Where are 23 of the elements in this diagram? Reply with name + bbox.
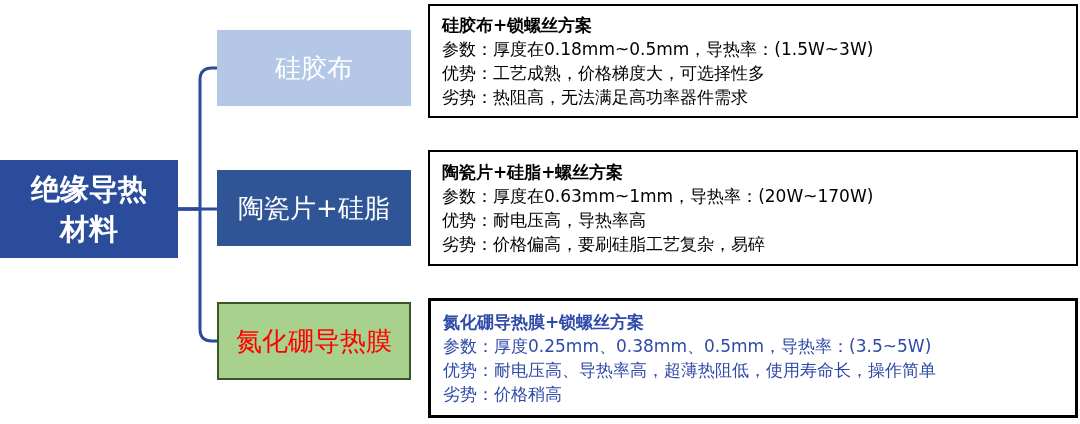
detail-heading: 硅胶布+锁螺丝方案 bbox=[442, 14, 593, 37]
detail-heading: 陶瓷片+硅脂+螺丝方案 bbox=[442, 161, 624, 184]
category-box bbox=[217, 302, 411, 380]
root-box bbox=[0, 160, 178, 258]
detail-line: 优势：耐电压高、导热率高，超薄热阻低，使用寿命长，操作简单 bbox=[443, 359, 936, 382]
detail-line: 参数：厚度在0.63mm~1mm，导热率：(20W~170W) bbox=[442, 185, 874, 208]
detail-line: 劣势：价格偏高，要刷硅脂工艺复杂，易碎 bbox=[442, 233, 765, 256]
detail-box bbox=[428, 150, 1078, 266]
category-box bbox=[217, 30, 411, 106]
node-label: 绝缘导热材料 bbox=[29, 171, 148, 248]
detail-box bbox=[428, 4, 1078, 118]
detail-line: 参数：厚度在0.18mm~0.5mm，导热率：(1.5W~3W) bbox=[442, 38, 874, 61]
node-label: 硅胶布 bbox=[275, 51, 353, 85]
detail-line: 参数：厚度0.25mm、0.38mm、0.5mm，导热率：(3.5~5W) bbox=[443, 335, 932, 358]
category-box bbox=[217, 170, 411, 246]
node-label: 陶瓷片+硅脂 bbox=[238, 191, 390, 225]
detail-line: 劣势：价格稍高 bbox=[443, 383, 562, 406]
detail-line: 优势：耐电压高，导热率高 bbox=[442, 209, 646, 232]
node-label: 氮化硼导热膜 bbox=[236, 324, 392, 358]
detail-line: 劣势：热阻高，无法满足高功率器件需求 bbox=[442, 86, 748, 109]
detail-heading: 氮化硼导热膜+锁螺丝方案 bbox=[443, 311, 645, 334]
detail-line: 优势：工艺成熟，价格梯度大，可选择性多 bbox=[442, 62, 765, 85]
detail-box bbox=[428, 298, 1078, 418]
